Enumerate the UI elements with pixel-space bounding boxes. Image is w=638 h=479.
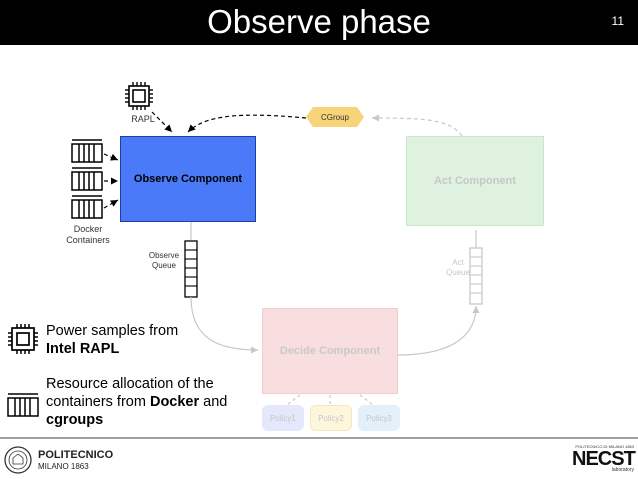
act-queue-label: Act Queue: [445, 258, 471, 277]
flow-arrows: [190, 222, 480, 406]
policy-3-label: Policy3: [366, 413, 392, 423]
legend-rapl-chip-icon: [8, 324, 38, 354]
policy-1: Policy1: [262, 405, 304, 431]
input-arrows: [103, 111, 307, 209]
observe-component: Observe Component: [120, 136, 256, 222]
rapl-label: RAPL: [131, 114, 155, 124]
act-component-label: Act Component: [434, 175, 516, 187]
necst-logo-sub: laboratory: [611, 467, 634, 473]
rapl-chip-icon: [125, 82, 153, 110]
observe-queue-label: Observe Queue: [148, 251, 180, 270]
policy-2-label: Policy2: [318, 413, 344, 423]
politecnico-seal-icon: [4, 446, 32, 474]
legend-docker-container-icon: [7, 393, 39, 417]
legend-rapl-text: Power samples from Intel RAPL: [46, 323, 179, 357]
act-to-cgroup-arrow: [371, 114, 463, 137]
decide-component: Decide Component: [262, 308, 398, 394]
necst-logo-main: NECST: [572, 448, 636, 470]
docker-container-icon-2: [71, 167, 103, 191]
slide-title: Observe phase: [207, 3, 431, 40]
decide-component-label: Decide Component: [279, 345, 381, 357]
observe-component-label: Observe Component: [133, 173, 243, 185]
docker-container-icon-1: [71, 139, 103, 163]
policy-3: Policy3: [358, 405, 400, 431]
policy-1-label: Policy1: [270, 413, 296, 423]
page-number: 11: [611, 14, 624, 28]
cgroup-label: CGroup: [320, 112, 349, 122]
docker-containers-label: Docker Containers: [66, 224, 110, 245]
docker-container-icon-3: [71, 195, 103, 219]
cgroup-node: CGroup: [306, 107, 364, 127]
necst-logo: POLITECNICO DI MILANO 1863 NECST laborat…: [572, 444, 636, 476]
observe-queue-icon: [184, 240, 198, 298]
necst-logo-top: POLITECNICO DI MILANO 1863: [575, 444, 634, 449]
policy-2: Policy2: [310, 405, 352, 431]
politecnico-logo-text: POLITECNICO MILANO 1863: [38, 449, 114, 471]
title-bar: Observe phase 11: [0, 0, 638, 45]
act-component: Act Component: [406, 136, 544, 226]
legend-docker-text: Resource allocation of the containers fr…: [46, 376, 228, 428]
